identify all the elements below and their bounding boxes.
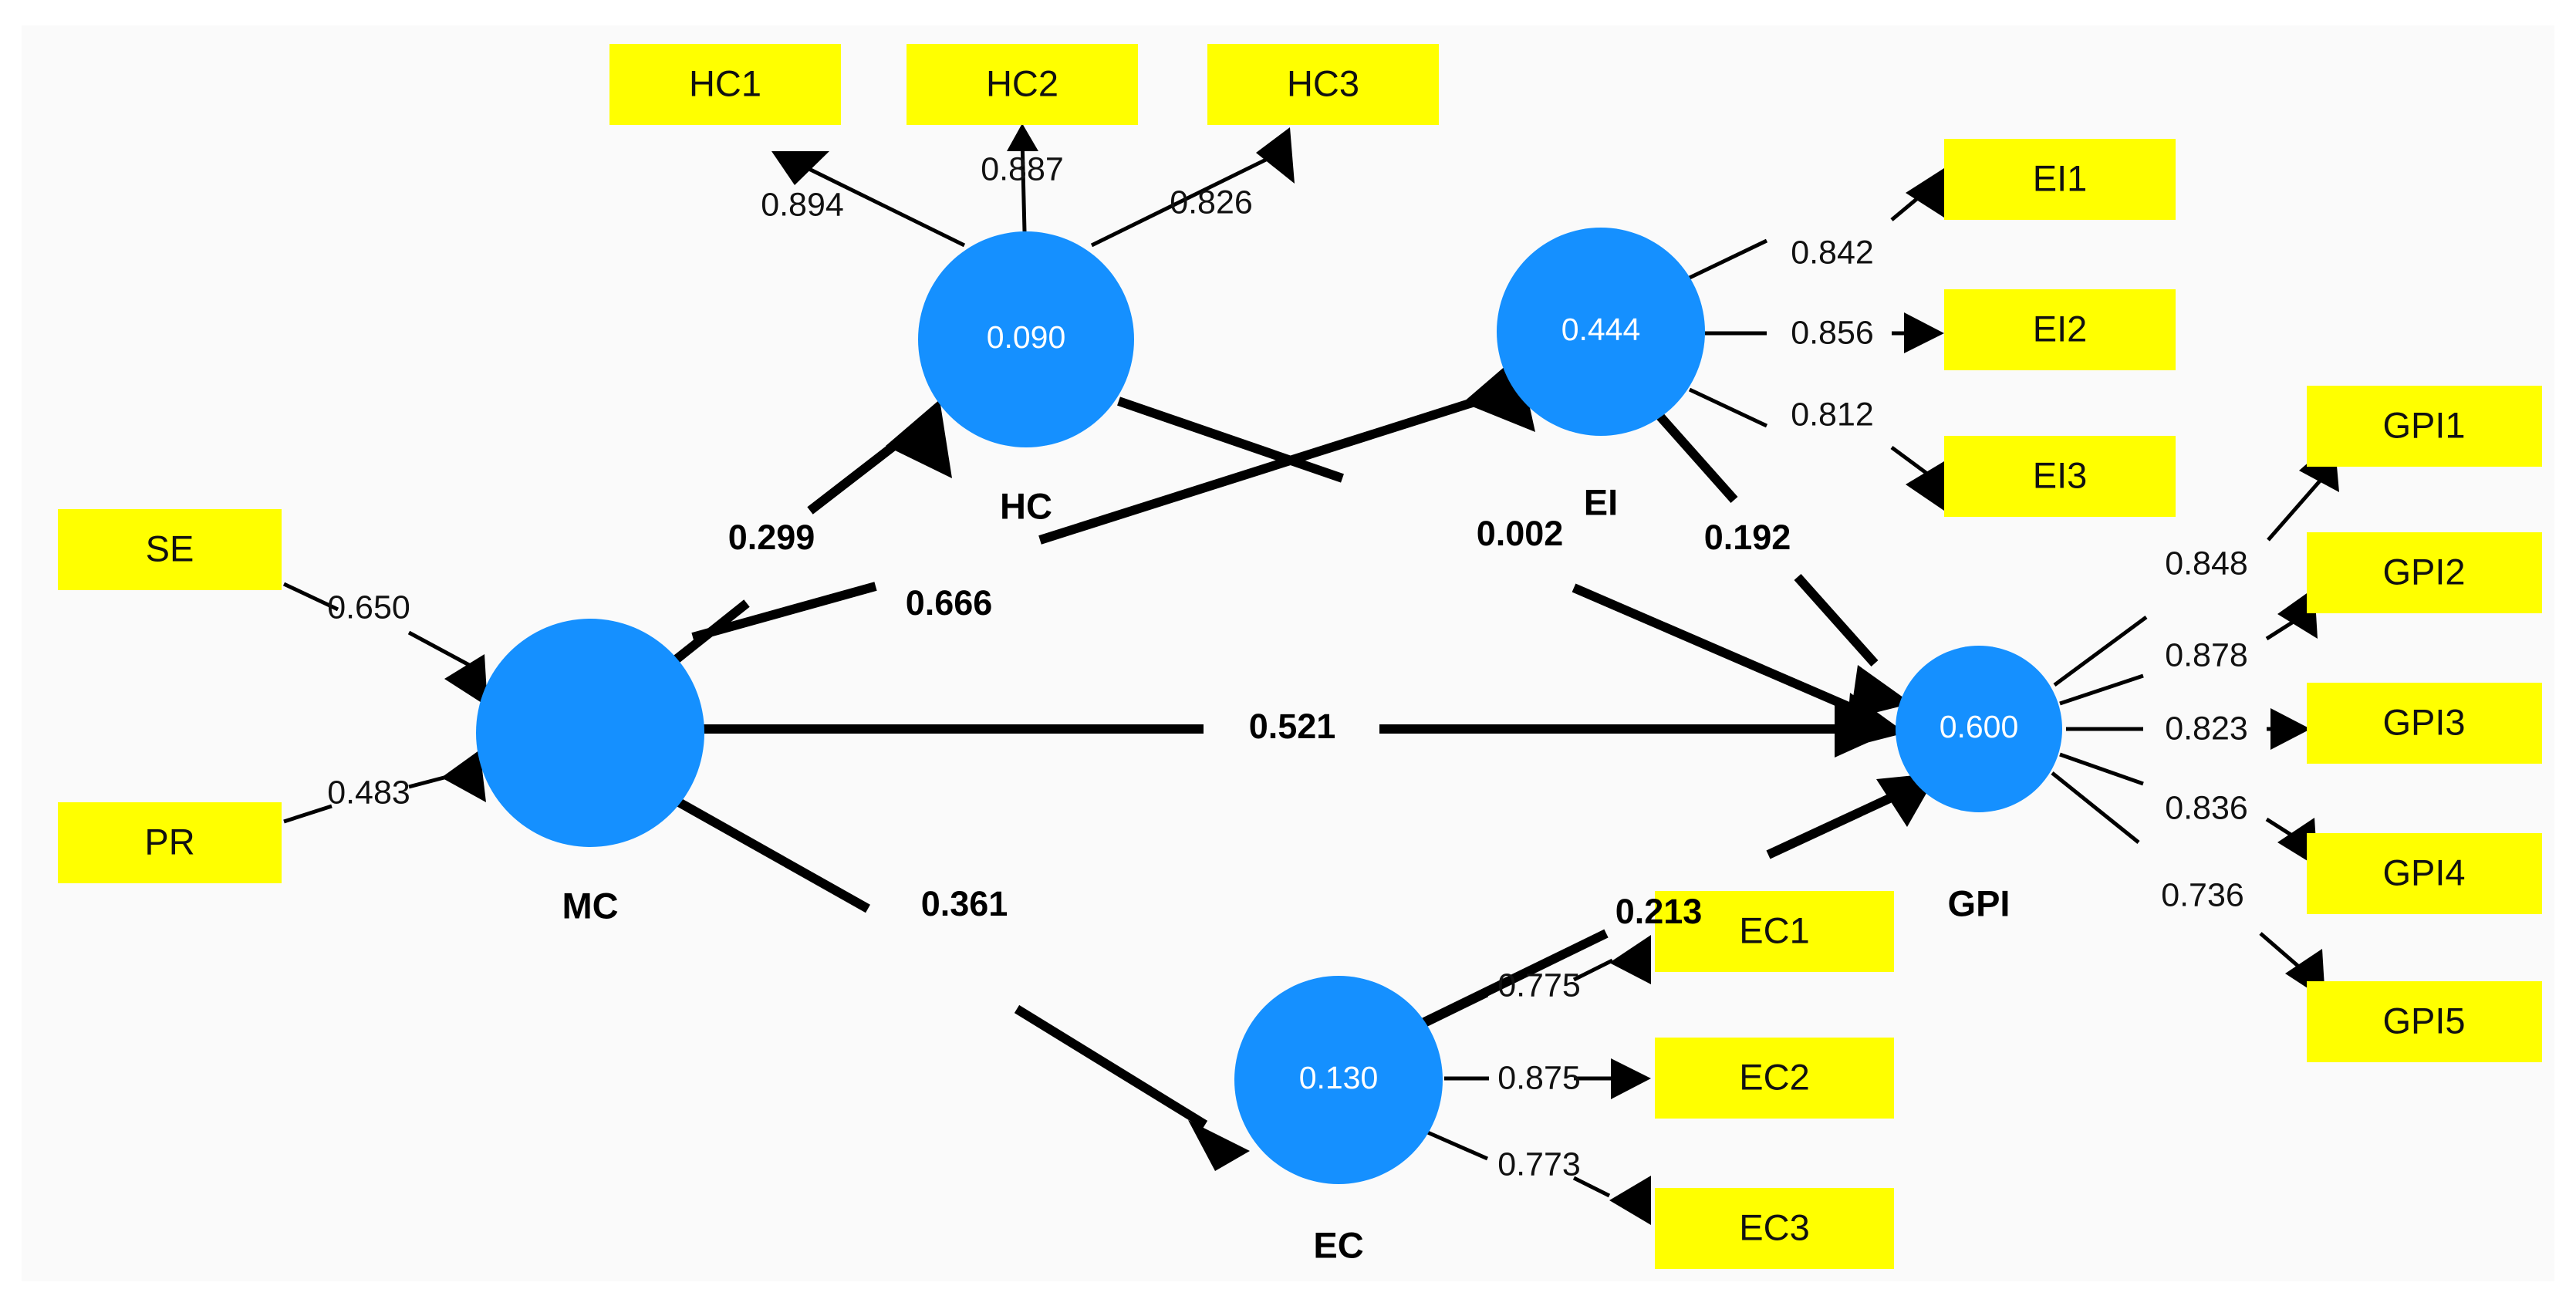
- loading-label-ec1: 0.775: [1497, 967, 1581, 1004]
- indicator-label: EI1: [2033, 157, 2088, 198]
- latent-variable-ec[interactable]: 0.130 EC: [1234, 976, 1443, 1265]
- loading-label-hc3: 0.826: [1170, 184, 1253, 221]
- loading-label-ei1: 0.842: [1791, 234, 1874, 271]
- indicator-label: PR: [144, 821, 194, 862]
- indicator-label: GPI4: [2382, 852, 2465, 893]
- latent-value: 0.090: [987, 319, 1066, 355]
- latent-name: HC: [1000, 485, 1052, 526]
- indicator-label: GPI1: [2382, 404, 2465, 445]
- indicator-label: HC3: [1287, 62, 1359, 103]
- loading-label-ei2: 0.856: [1791, 314, 1874, 351]
- indicator-hc1[interactable]: HC1: [609, 44, 841, 125]
- weight-path-se-mc: [282, 582, 488, 707]
- indicator-ec1[interactable]: EC1: [1655, 891, 1894, 972]
- indicator-gpi1[interactable]: GPI1: [2307, 386, 2542, 467]
- indicator-label: EI3: [2033, 454, 2088, 495]
- indicator-gpi4[interactable]: GPI4: [2307, 833, 2542, 914]
- indicator-gpi3[interactable]: GPI3: [2307, 683, 2542, 764]
- indicator-ei3[interactable]: EI3: [1944, 436, 2176, 517]
- latent-name: EI: [1584, 481, 1618, 522]
- latent-variable-gpi[interactable]: 0.600 GPI: [1896, 646, 2062, 923]
- path-label-mc-ei: 0.666: [906, 583, 993, 623]
- loading-label-ei3: 0.812: [1791, 396, 1874, 433]
- loading-label-hc2: 0.887: [981, 150, 1064, 187]
- path-label-mc-ec: 0.361: [921, 884, 1008, 923]
- path-label-ec-gpi: 0.213: [1615, 892, 1703, 931]
- indicator-label: EC2: [1739, 1056, 1809, 1097]
- loading-path-ec-ec3: [1423, 1129, 1651, 1225]
- loading-path-hc-hc1: [771, 151, 966, 248]
- latent-name: GPI: [1948, 882, 2010, 923]
- indicator-ec3[interactable]: EC3: [1655, 1188, 1894, 1269]
- indicator-label: GPI2: [2382, 551, 2465, 592]
- loading-label-gpi3: 0.823: [2165, 710, 2248, 747]
- structural-path-mc-ec: [677, 798, 1250, 1171]
- loading-path-hc-hc2: [1007, 123, 1038, 232]
- loading-label-gpi1: 0.848: [2165, 545, 2248, 582]
- indicator-gpi2[interactable]: GPI2: [2307, 532, 2542, 613]
- loading-label-ec2: 0.875: [1497, 1059, 1581, 1096]
- indicator-ei1[interactable]: EI1: [1944, 139, 2176, 220]
- latent-value: 0.600: [1940, 709, 2019, 744]
- indicator-label: SE: [146, 528, 194, 569]
- loading-label-hc1: 0.894: [761, 186, 844, 223]
- indicator-gpi5[interactable]: GPI5: [2307, 981, 2542, 1062]
- loading-label-gpi5: 0.736: [2161, 876, 2244, 913]
- loading-label-ec3: 0.773: [1497, 1146, 1581, 1183]
- latent-variable-hc[interactable]: 0.090 HC: [918, 231, 1134, 526]
- indicator-pr[interactable]: PR: [58, 802, 282, 883]
- structural-path-ei-gpi: [1656, 413, 1912, 719]
- indicator-label: EI2: [2033, 308, 2088, 349]
- loading-label-gpi4: 0.836: [2165, 789, 2248, 826]
- loading-label-gpi2: 0.878: [2165, 636, 2248, 673]
- path-label-ei-gpi: 0.192: [1704, 518, 1791, 557]
- loading-path-ei-ei3: [1688, 387, 1944, 511]
- weight-label-se: 0.650: [327, 589, 410, 626]
- latent-name: EC: [1313, 1224, 1363, 1265]
- indicator-label: GPI3: [2382, 701, 2465, 742]
- weight-path-pr-mc: [283, 750, 486, 824]
- loading-path-gpi-gpi3: [2066, 708, 2311, 750]
- path-label-hc-gpi: 0.002: [1477, 514, 1564, 553]
- indicator-se[interactable]: SE: [58, 509, 282, 590]
- latent-name: MC: [562, 885, 618, 926]
- loading-path-ec-ec2: [1444, 1058, 1651, 1099]
- latent-variable-ei[interactable]: 0.444 EI: [1497, 228, 1705, 522]
- latent-value: 0.444: [1561, 312, 1641, 347]
- path-label-mc-gpi: 0.521: [1249, 707, 1336, 746]
- indicator-ei2[interactable]: EI2: [1944, 289, 2176, 370]
- weight-label-pr: 0.483: [327, 774, 410, 811]
- indicator-label: HC1: [689, 62, 761, 103]
- indicator-ec2[interactable]: EC2: [1655, 1038, 1894, 1119]
- loading-path-ei-ei2: [1705, 312, 1944, 353]
- indicator-label: EC1: [1739, 909, 1809, 950]
- indicator-hc2[interactable]: HC2: [906, 44, 1138, 125]
- path-label-mc-hc: 0.299: [728, 518, 815, 557]
- loading-path-ei-ei1: [1688, 168, 1944, 280]
- indicator-label: GPI5: [2382, 1000, 2465, 1041]
- indicator-label: HC2: [986, 62, 1058, 103]
- indicator-label: EC3: [1739, 1206, 1809, 1247]
- indicator-hc3[interactable]: HC3: [1207, 44, 1439, 125]
- latent-value: 0.130: [1299, 1060, 1379, 1095]
- structural-path-hc-gpi: [1117, 397, 1906, 748]
- loading-path-hc-hc3: [1090, 127, 1295, 248]
- latent-variable-mc[interactable]: MC: [476, 619, 704, 926]
